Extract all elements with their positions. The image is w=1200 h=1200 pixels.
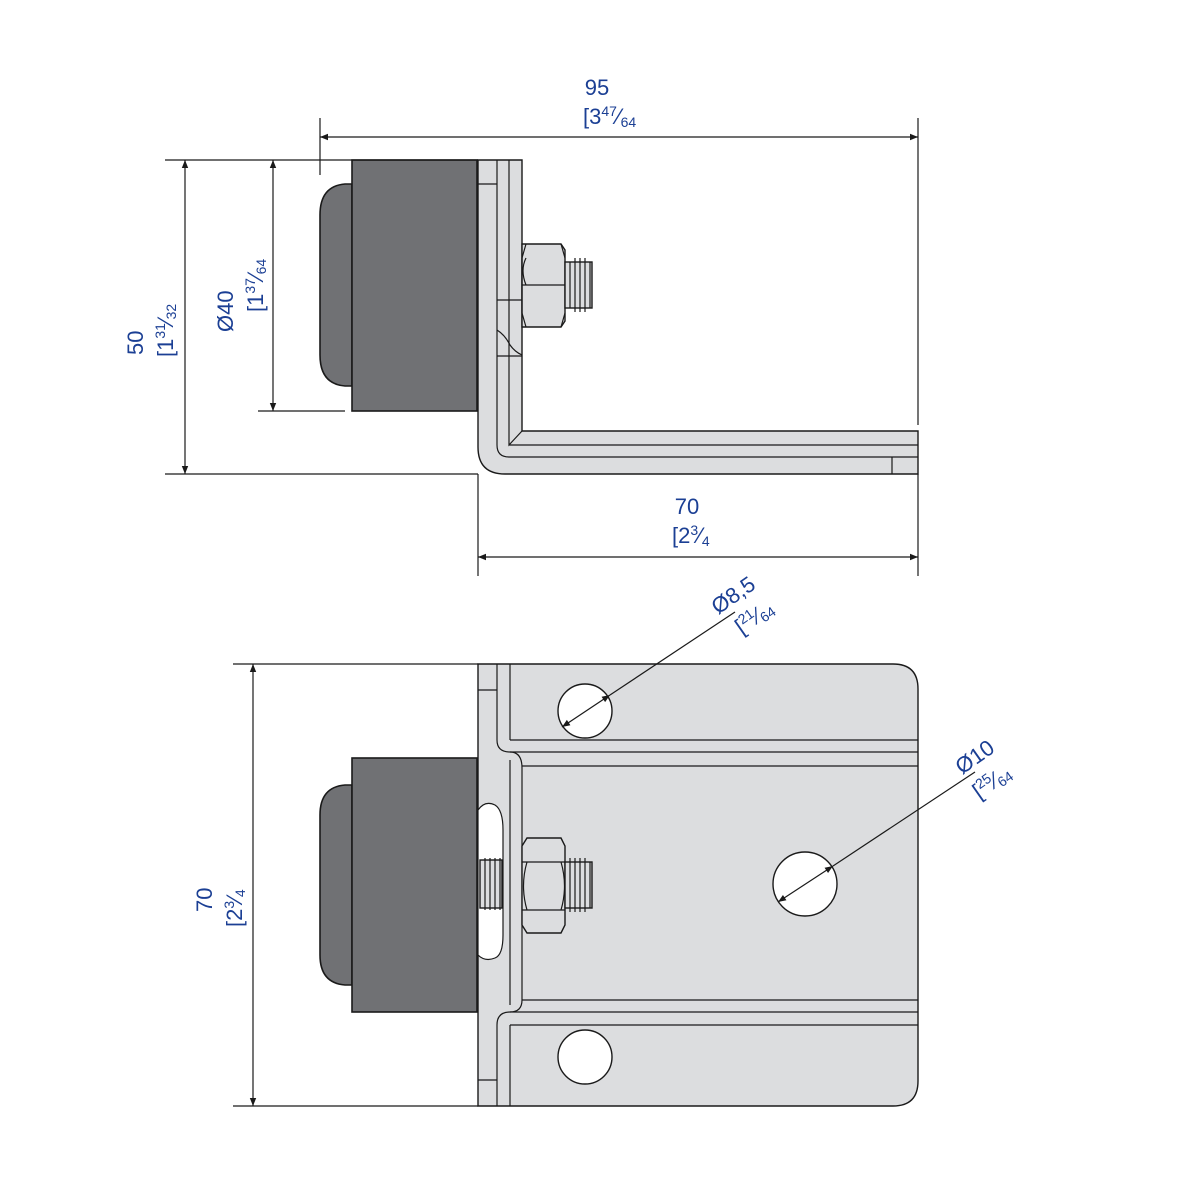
angle-bracket [477, 159, 919, 475]
top-view: 95 [347⁄64 50 [131⁄32 Ø40 [137⁄64 70 [23… [123, 75, 919, 576]
bolt-thread-front [564, 858, 593, 912]
nut-front [521, 837, 566, 934]
nut [521, 243, 566, 328]
rubber-buffer [351, 159, 478, 412]
dim-70-front-inch: [23⁄4 [221, 889, 248, 927]
dim-95-inch: [347⁄64 [583, 103, 636, 130]
bolt-thread [564, 258, 593, 312]
dim-70-top-inch: [23⁄4 [672, 522, 710, 549]
dim-50-inch: [131⁄32 [152, 304, 179, 357]
mounting-plate [477, 663, 919, 1107]
dim-40-mm: Ø40 [213, 290, 238, 332]
rubber-buffer-front [351, 757, 478, 1013]
dim-line-small-hole [561, 694, 611, 728]
dim-70-front-mm: 70 [192, 888, 217, 912]
bolt-thread-inner [479, 858, 503, 910]
buffer-bump-front [319, 784, 353, 986]
dim-line-large-hole [777, 865, 834, 903]
small-hole-bottom [557, 1029, 613, 1085]
front-view: 70 [23⁄4 Ø8,5 [21⁄64 Ø10 [25⁄64 [192, 571, 1016, 1107]
dim-95-mm: 95 [585, 75, 609, 100]
dim-40-inch: [137⁄64 [242, 259, 269, 312]
buffer-bump [319, 183, 353, 387]
dim-50-mm: 50 [123, 331, 148, 355]
dim-70-top-mm: 70 [675, 494, 699, 519]
